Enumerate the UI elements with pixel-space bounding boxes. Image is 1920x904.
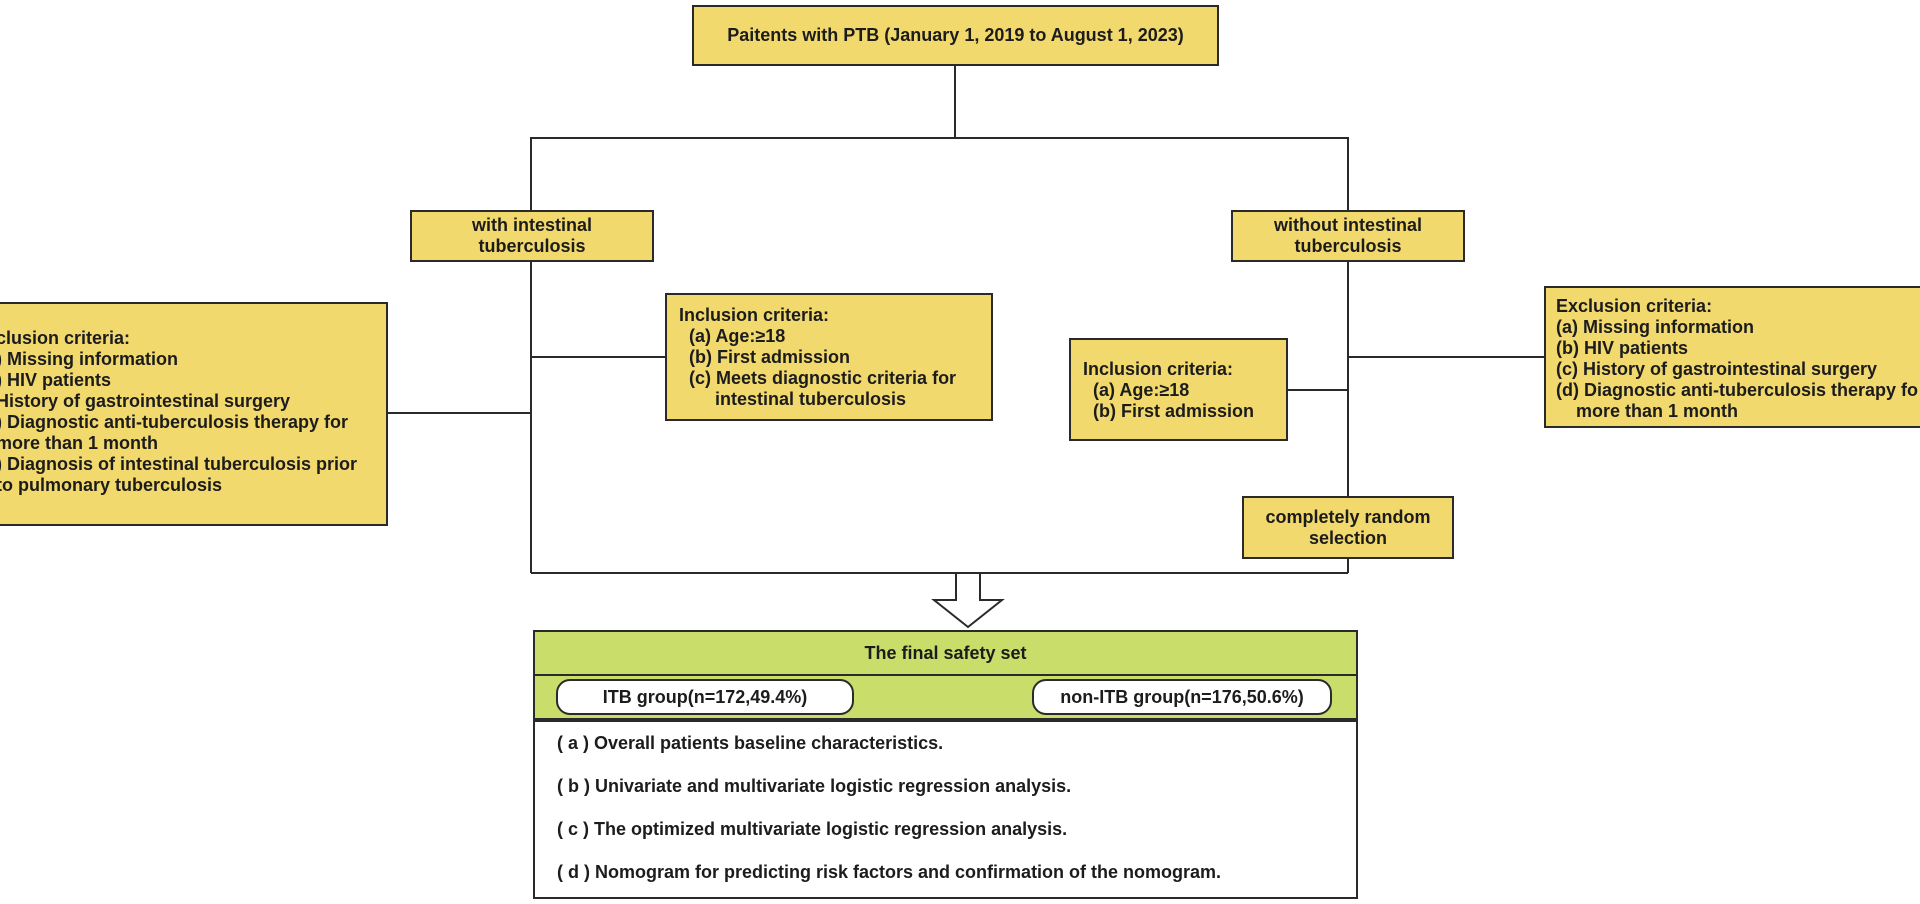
right-inclusion-box: Inclusion criteria: (a) Age:≥18 (b) Firs… bbox=[1069, 338, 1288, 441]
left-inclusion-item: (a) Age:≥18 bbox=[689, 326, 786, 346]
right-branch-label-2: tuberculosis bbox=[1294, 236, 1402, 256]
right-exclusion-item: (c) History of gastrointestinal surgery bbox=[1556, 359, 1878, 379]
top-box-label: Paitents with PTB (January 1, 2019 to Au… bbox=[727, 25, 1184, 45]
top-box: Paitents with PTB (January 1, 2019 to Au… bbox=[692, 5, 1219, 66]
itb-group-pill: ITB group(n=172,49.4%) bbox=[556, 679, 854, 715]
left-exclusion-line: History of gastrointestinal surgery bbox=[0, 391, 291, 411]
right-inclusion-item: (b) First admission bbox=[1093, 401, 1255, 421]
connector-frame bbox=[530, 137, 1349, 210]
group-row: ITB group(n=172,49.4%) non-ITB group(n=1… bbox=[533, 676, 1358, 720]
down-arrow-icon bbox=[931, 572, 1005, 629]
non-itb-group-pill: non-ITB group(n=176,50.6%) bbox=[1032, 679, 1332, 715]
left-inclusion-continuation: intestinal tuberculosis bbox=[715, 389, 907, 409]
left-exclusion-line: ) HIV patients bbox=[0, 370, 112, 390]
left-exclusion-line: ) Diagnosis of intestinal tuberculosis p… bbox=[0, 454, 358, 474]
analysis-item: ( c ) The optimized multivariate logisti… bbox=[557, 819, 1068, 839]
analysis-item: ( a ) Overall patients baseline characte… bbox=[557, 733, 944, 753]
random-selection-label-1: completely random bbox=[1265, 506, 1431, 527]
analysis-item: ( b ) Univariate and multivariate logist… bbox=[557, 776, 1072, 796]
right-inclusion-item: (a) Age:≥18 bbox=[1093, 380, 1190, 400]
right-exclusion-item: (d) Diagnostic anti-tuberculosis therapy… bbox=[1556, 380, 1919, 400]
right-exclusion-box: Exclusion criteria: (a) Missing informat… bbox=[1544, 286, 1920, 428]
left-inclusion-item: (c) Meets diagnostic criteria for bbox=[689, 368, 957, 388]
left-inclusion-box: Inclusion criteria: (a) Age:≥18 (b) Firs… bbox=[665, 293, 993, 421]
analysis-item: ( d ) Nomogram for predicting risk facto… bbox=[557, 862, 1222, 882]
left-exclusion-box: clusion criteria: ) Missing information … bbox=[0, 302, 388, 526]
random-selection-label-2: selection bbox=[1308, 527, 1388, 548]
left-inclusion-title: Inclusion criteria: bbox=[679, 305, 830, 325]
non-itb-group-label: non-ITB group(n=176,50.6%) bbox=[1060, 686, 1304, 707]
left-exclusion-line: to pulmonary tuberculosis bbox=[0, 475, 223, 495]
itb-group-label: ITB group(n=172,49.4%) bbox=[602, 686, 808, 707]
right-inclusion-title: Inclusion criteria: bbox=[1083, 359, 1234, 379]
left-inclusion-item: (b) First admission bbox=[689, 347, 851, 367]
left-exclusion-line: ) Missing information bbox=[0, 349, 178, 369]
left-exclusion-line: more than 1 month bbox=[0, 433, 159, 453]
right-exclusion-item: (a) Missing information bbox=[1556, 317, 1754, 337]
right-exclusion-title: Exclusion criteria: bbox=[1556, 296, 1713, 316]
analysis-box: ( a ) Overall patients baseline characte… bbox=[533, 720, 1358, 899]
left-branch-box: with intestinal tuberculosis bbox=[410, 210, 654, 262]
right-branch-box: without intestinal tuberculosis bbox=[1231, 210, 1465, 262]
final-safety-set-title: The final safety set bbox=[533, 630, 1358, 676]
final-safety-set-label: The final safety set bbox=[864, 642, 1027, 663]
random-selection-box: completely random selection bbox=[1242, 496, 1454, 559]
right-exclusion-item: (b) HIV patients bbox=[1556, 338, 1689, 358]
left-branch-label-2: tuberculosis bbox=[478, 236, 586, 256]
left-exclusion-line: ) Diagnostic anti-tuberculosis therapy f… bbox=[0, 412, 349, 432]
left-exclusion-line: clusion criteria: bbox=[0, 328, 131, 348]
right-exclusion-continuation: more than 1 month bbox=[1576, 401, 1739, 421]
left-branch-label-1: with intestinal bbox=[471, 215, 592, 235]
right-branch-label-1: without intestinal bbox=[1274, 215, 1422, 235]
